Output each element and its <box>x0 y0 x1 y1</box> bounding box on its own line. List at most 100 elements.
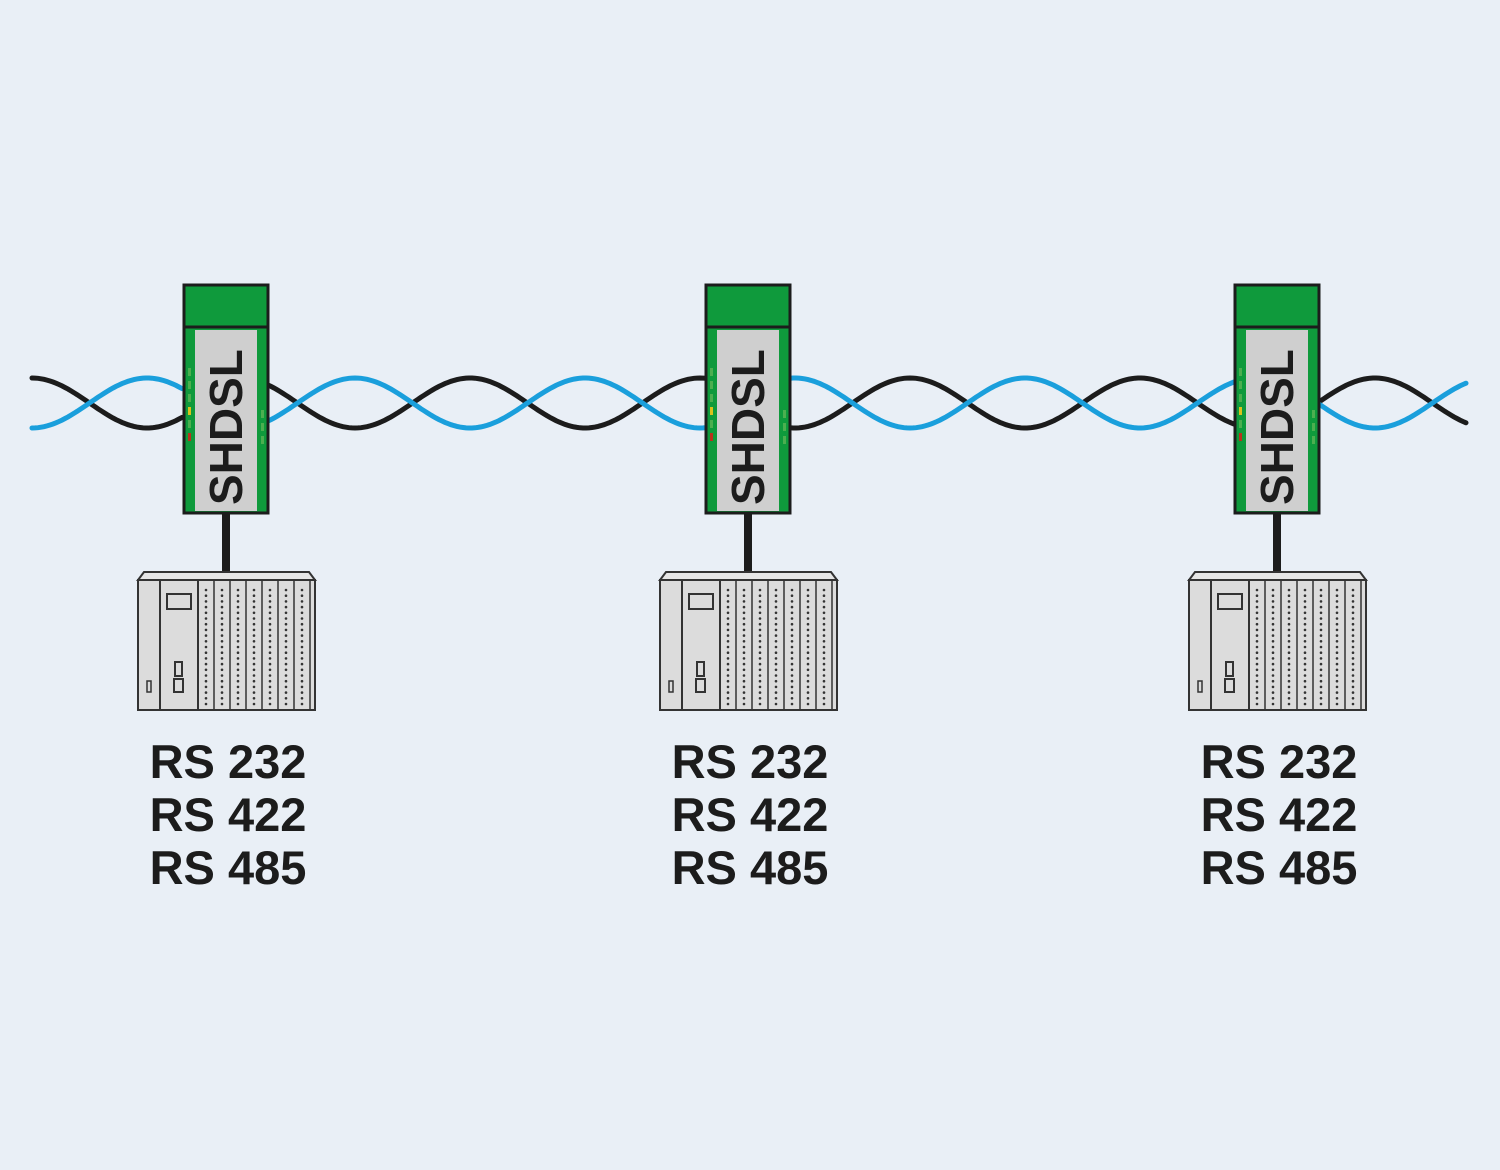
plc-terminal <box>268 691 272 694</box>
plc-terminal <box>774 697 778 700</box>
plc-terminal <box>806 691 810 694</box>
plc-terminal <box>1303 634 1307 637</box>
plc-terminal <box>236 702 240 706</box>
plc-terminal <box>252 691 256 694</box>
plc-terminal <box>790 668 794 672</box>
plc-terminal <box>758 622 762 626</box>
plc-terminal <box>300 657 304 660</box>
plc-terminal <box>1319 594 1323 597</box>
plc-terminal <box>220 605 224 609</box>
plc-terminal <box>726 645 730 649</box>
plc-terminal <box>236 645 240 649</box>
led-icon <box>261 436 264 444</box>
plc-terminal <box>1319 634 1323 637</box>
plc-terminal <box>1335 628 1339 632</box>
plc-terminal <box>822 617 826 620</box>
plc-terminal <box>1287 702 1291 706</box>
plc-terminal <box>252 702 256 706</box>
node-3-interfaces: RS 232 RS 422 RS 485 <box>1149 735 1409 894</box>
plc-terminal <box>284 617 288 620</box>
plc-terminal <box>300 679 304 683</box>
plc-terminal <box>252 617 256 620</box>
plc-terminal <box>806 588 810 592</box>
plc-terminal <box>1287 600 1291 603</box>
plc-terminal <box>268 674 272 677</box>
plc-terminal <box>1287 697 1291 700</box>
plc-terminal <box>726 697 730 700</box>
plc-display <box>166 593 192 610</box>
plc-terminal <box>1255 697 1259 700</box>
plc-terminal <box>742 697 746 700</box>
plc-terminal <box>1351 679 1355 683</box>
plc-terminal <box>236 588 240 592</box>
plc-terminal <box>1319 662 1323 666</box>
plc-terminal <box>252 588 256 592</box>
plc-terminal <box>1255 611 1259 615</box>
plc-terminal <box>284 685 288 689</box>
plc-terminal <box>1351 645 1355 649</box>
plc-terminal <box>806 617 810 620</box>
plc-terminal <box>726 662 730 666</box>
plc-terminal <box>726 679 730 683</box>
plc-terminal <box>726 691 730 694</box>
led-icon <box>783 410 786 418</box>
plc-terminal <box>742 645 746 649</box>
plc-terminal <box>726 702 730 706</box>
plc-terminal <box>1319 697 1323 700</box>
plc-terminal <box>1335 662 1339 666</box>
plc-terminal <box>774 691 778 694</box>
plc-terminal <box>252 600 256 603</box>
plc-terminal <box>300 640 304 643</box>
plc-terminal <box>742 691 746 694</box>
plc-terminal <box>1287 611 1291 615</box>
plc-terminal <box>252 662 256 666</box>
plc-terminal <box>252 634 256 637</box>
plc-terminal <box>726 651 730 654</box>
plc-terminal <box>806 622 810 626</box>
plc-terminal <box>790 679 794 683</box>
plc-terminal <box>1319 588 1323 592</box>
plc-terminal <box>1255 634 1259 637</box>
plc-terminal <box>1335 640 1339 643</box>
plc-terminal <box>252 674 256 677</box>
plc-terminal <box>300 651 304 654</box>
twisted-pair-cable-black-3 <box>787 375 1237 431</box>
plc-terminal <box>822 588 826 592</box>
plc-terminal <box>204 640 208 643</box>
plc-terminal <box>726 605 730 609</box>
plc-terminal <box>1287 685 1291 689</box>
plc-terminal <box>1351 674 1355 677</box>
plc-display <box>1217 593 1243 610</box>
plc-terminal <box>284 634 288 637</box>
plc-terminal <box>774 594 778 597</box>
plc-terminal <box>252 605 256 609</box>
interface-label: RS 232 <box>1200 735 1358 788</box>
plc-terminal <box>252 611 256 615</box>
led-icon <box>710 407 713 415</box>
plc-terminal <box>204 611 208 615</box>
plc-terminal <box>790 594 794 597</box>
plc-terminal <box>774 662 778 666</box>
plc-terminal <box>1351 685 1355 689</box>
plc-terminal <box>822 662 826 666</box>
device-front-panel <box>195 330 257 511</box>
plc-terminal <box>758 588 762 592</box>
led-icon <box>783 423 786 431</box>
plc-terminal <box>790 600 794 603</box>
led-icon <box>261 423 264 431</box>
plc-terminal <box>758 640 762 643</box>
plc-terminal <box>1335 622 1339 626</box>
plc-terminal <box>774 617 778 620</box>
plc-terminal <box>300 628 304 632</box>
plc-terminal <box>806 679 810 683</box>
plc-terminal <box>204 674 208 677</box>
plc-terminal <box>774 611 778 615</box>
node-1-interfaces: RS 232 RS 422 RS 485 <box>98 735 358 894</box>
plc-terminal <box>1271 679 1275 683</box>
device-front-panel <box>1246 330 1308 511</box>
plc-terminal <box>220 622 224 626</box>
plc-terminal <box>790 605 794 609</box>
plc-terminal <box>758 651 762 654</box>
plc-terminal <box>822 674 826 677</box>
